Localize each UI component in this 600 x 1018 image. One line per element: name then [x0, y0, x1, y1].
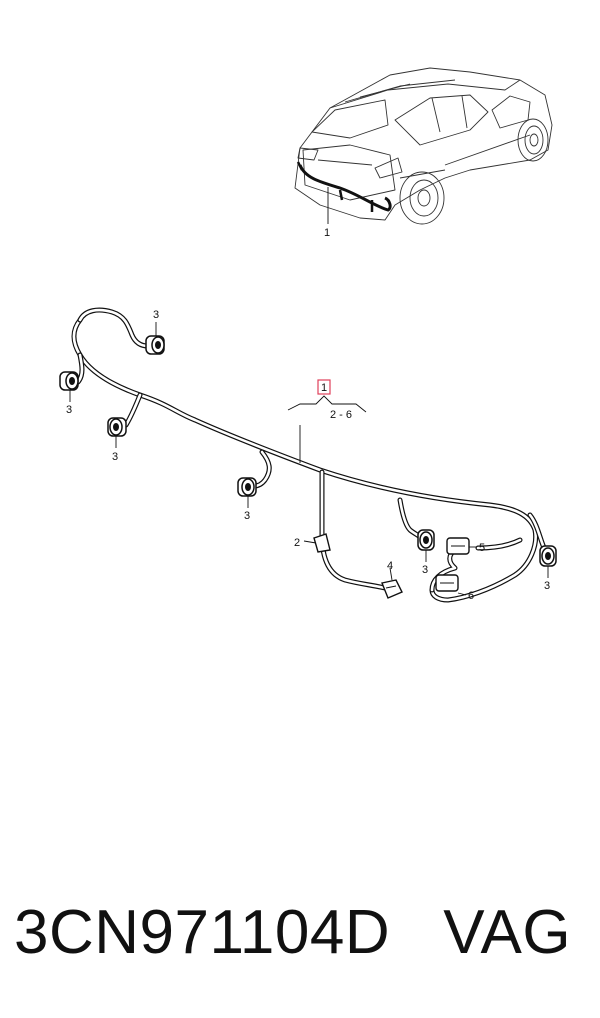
callout-sensor-center-right: 3	[422, 564, 428, 576]
sensor-center-left	[237, 477, 257, 497]
connector-clip	[313, 533, 331, 553]
brand-name: VAG	[443, 898, 572, 967]
car-callout: 1	[324, 227, 330, 239]
callout-sensor-left-top: 3	[153, 309, 159, 321]
sensor-left-inner	[107, 417, 127, 437]
leader-lines	[69, 322, 549, 596]
group-highlight-box	[317, 379, 331, 395]
wiring-harness	[71, 307, 548, 603]
callout-connector-clip: 2	[294, 537, 300, 549]
callout-sensor-left-outer: 3	[66, 404, 72, 416]
plug-5	[446, 537, 470, 555]
callout-plug-5: 5	[479, 542, 485, 554]
callout-sensor-left-inner: 3	[112, 451, 118, 463]
callout-plug-6: 6	[468, 590, 474, 602]
plug-4	[381, 579, 403, 599]
plug-6	[435, 574, 459, 592]
sensor-right-outer	[539, 545, 557, 567]
callout-sensor-center-left: 3	[244, 510, 250, 522]
sensor-left-outer	[59, 371, 79, 391]
sensor-left-top	[145, 335, 165, 355]
sensor-center-right	[417, 529, 435, 551]
part-number: 3CN971104D	[14, 898, 391, 967]
callout-group: 1	[321, 382, 327, 394]
part-caption: 3CN971104D VAG	[14, 893, 594, 973]
callout-plug-4: 4	[387, 560, 393, 572]
vehicle-illustration	[294, 67, 553, 225]
callout-group-range: 2 - 6	[330, 409, 352, 421]
callout-sensor-right-outer: 3	[544, 580, 550, 592]
